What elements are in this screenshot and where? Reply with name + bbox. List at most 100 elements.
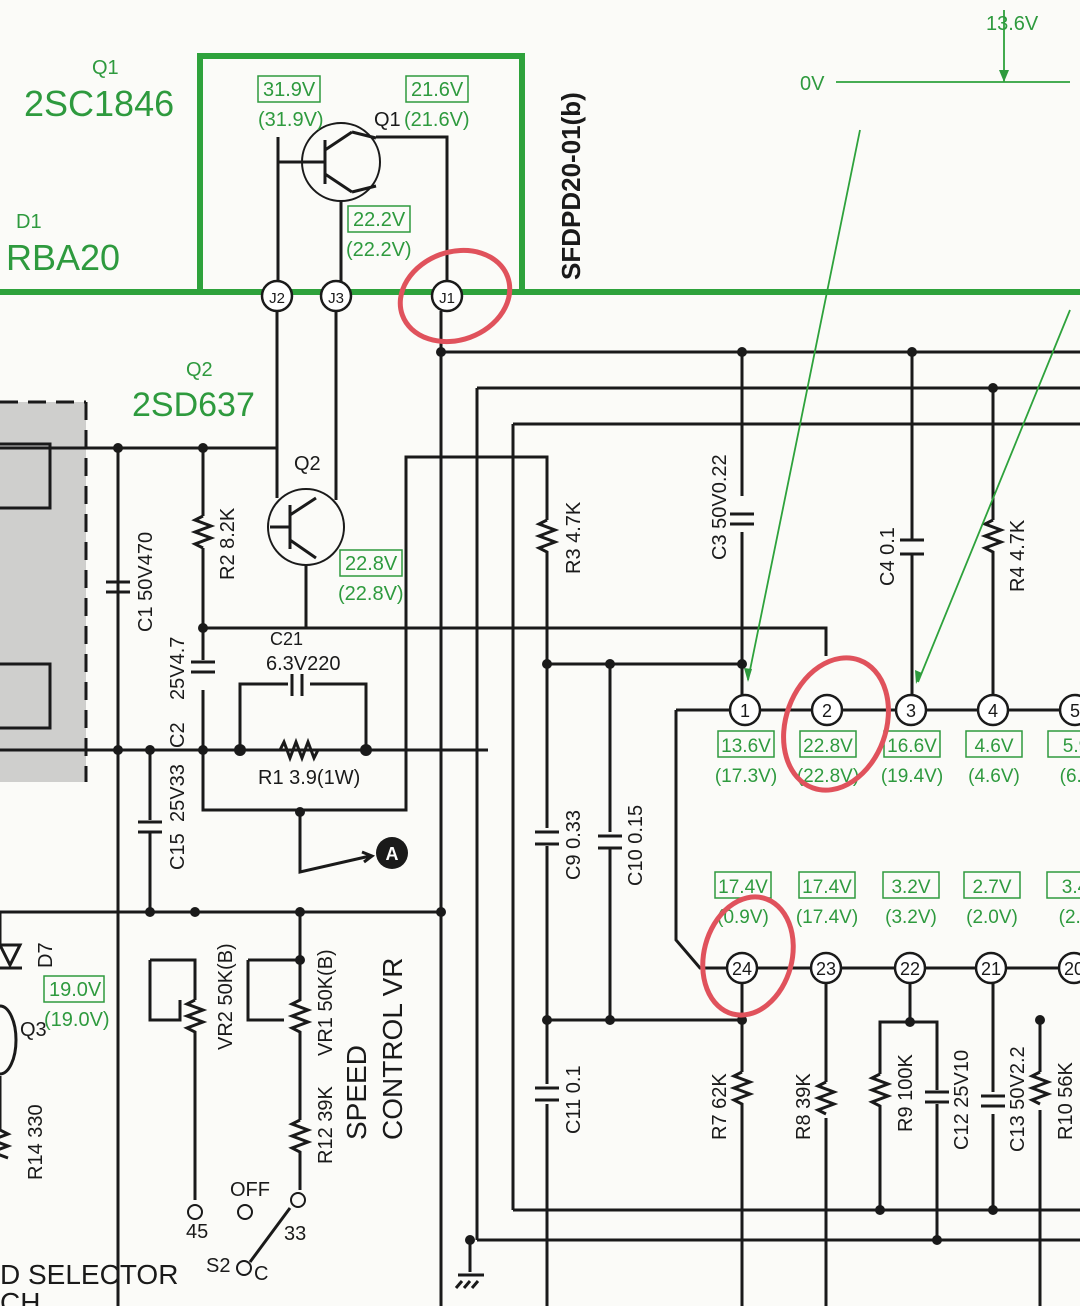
speed-control-label-1: SPEED xyxy=(341,1045,372,1140)
ic-pin-4-voltage: 4.6V xyxy=(974,736,1013,757)
q1-emitter-voltage: 21.6V xyxy=(411,79,464,101)
ic-pin-4-voltage-box xyxy=(965,730,1023,758)
voltage-top-label: 13.6V xyxy=(986,13,1039,35)
vr2-label: VR2 50K(B) xyxy=(215,943,237,1050)
r14-label: R14 330 xyxy=(25,1104,47,1180)
c10-label: C10 0.15 xyxy=(625,805,647,886)
q1-inner-label: Q1 xyxy=(374,109,401,131)
q3-voltage-mode: (19.0V) xyxy=(44,1009,110,1031)
voltage-zero-label: 0V xyxy=(800,73,825,95)
ic-pin-1-number: 1 xyxy=(740,701,750,721)
q1-collector-voltage-mode: (31.9V) xyxy=(258,109,324,131)
ic-pin-20-voltage-mode: (2.7 xyxy=(1059,907,1080,928)
c11-label: C11 0.1 xyxy=(563,1065,585,1134)
c13-label: C13 50V2.2 xyxy=(1007,1046,1029,1152)
junction-j3: J3 xyxy=(328,290,344,307)
module-label: SFDPD20-01(b) xyxy=(556,92,586,280)
ic-pin-22-voltage-box xyxy=(882,871,940,899)
ic-pin-20-voltage: 3.4 xyxy=(1062,877,1080,898)
ic-pin-24-voltage-mode: (0.9V) xyxy=(717,907,769,928)
ic-pin-21-number: 21 xyxy=(981,959,1001,979)
r9-label: R9 100K xyxy=(895,1054,917,1132)
ic-pin-3 xyxy=(894,693,928,727)
c2-value-label: 25V4.7 xyxy=(167,637,189,700)
ic-pin-2-number: 2 xyxy=(822,701,832,721)
main-wiring xyxy=(0,311,1080,1306)
ic-pin-2-voltage-box xyxy=(799,730,857,758)
junction-j2: J2 xyxy=(269,290,285,307)
c15-value-label: 25V33 xyxy=(167,764,189,822)
d7-q3-cluster xyxy=(0,912,23,1130)
ic-pin-5 xyxy=(1058,693,1080,727)
ic-pin-5-voltage: 5.9 xyxy=(1063,736,1080,757)
switch-45-label: 45 xyxy=(186,1221,208,1243)
component-labels: C1 50V470 R2 8.2K 25V4.7 C2 C21 6.3V220 … xyxy=(0,454,1077,1306)
voltage-readings: 31.9V (31.9V) 21.6V (21.6V) 22.2V (22.2V… xyxy=(43,75,470,1031)
q1-base-voltage-mode: (22.2V) xyxy=(346,239,412,261)
ic-pin-1-voltage-box xyxy=(717,730,775,758)
ic-pin-4-voltage-mode: (4.6V) xyxy=(968,766,1020,787)
ic-pin-3-voltage: 16.6V xyxy=(887,736,937,757)
terminal-a: A xyxy=(376,837,408,869)
q1-ref-label: Q1 xyxy=(92,57,119,79)
capacitor-symbols xyxy=(106,512,1005,1108)
part-labels: Q1 2SC1846 D1 RBA20 Q2 2SD637 SFDPD20-01… xyxy=(6,13,1039,475)
q1-collector-voltage: 31.9V xyxy=(263,79,316,101)
r3-label: R3 4.7K xyxy=(563,501,585,574)
r2-label: R2 8.2K xyxy=(217,507,239,580)
ic-pin-2-voltage: 22.8V xyxy=(803,736,853,757)
r12-label: R12 39K xyxy=(315,1086,337,1164)
q2-emitter-voltage: 22.8V xyxy=(345,553,398,575)
ic-pin-23 xyxy=(809,951,843,985)
ic-pin-4 xyxy=(976,693,1010,727)
switch-s2-label: S2 xyxy=(206,1255,230,1277)
ic-pin-23-voltage-box xyxy=(798,871,856,899)
ic-pin-21-voltage-box xyxy=(963,871,1021,899)
measurement-arrows xyxy=(744,10,1071,684)
ic-pin-5-voltage-box xyxy=(1047,730,1080,758)
q1-emitter-voltage-mode: (21.6V) xyxy=(404,109,470,131)
hybrid-module-outline xyxy=(0,53,1080,295)
ic-pin-21-voltage: 2.7V xyxy=(972,877,1011,898)
q1-part-label: 2SC1846 xyxy=(24,83,174,124)
shaded-module-block xyxy=(0,400,88,782)
q1-transistor xyxy=(276,122,449,282)
q3-voltage: 19.0V xyxy=(49,979,102,1001)
ic-pin-22 xyxy=(893,951,927,985)
ic-pin-1-voltage-mode: (17.3V) xyxy=(715,766,777,787)
r4-label: R4 4.7K xyxy=(1007,519,1029,592)
ic-pin-20-voltage-box xyxy=(1046,871,1080,899)
speed-switch xyxy=(187,1192,306,1276)
ic-pin-22-voltage: 3.2V xyxy=(891,877,930,898)
q2-inner-label: Q2 xyxy=(294,453,321,475)
selector-label-2: CH xyxy=(0,1287,40,1306)
r1-label: R1 3.9(1W) xyxy=(258,767,360,789)
q3-label: Q3 xyxy=(20,1019,47,1041)
red-highlight-marks xyxy=(397,247,891,1018)
ic-pins: 113.6V(17.3V)222.8V(22.8V)316.6V(19.4V)4… xyxy=(714,693,1080,985)
c21-value-label: 6.3V220 xyxy=(266,653,341,675)
switch-off-label: OFF xyxy=(230,1179,270,1201)
ic-pin-24 xyxy=(725,951,759,985)
switch-c-label: C xyxy=(254,1263,268,1285)
switch-33-label: 33 xyxy=(284,1223,306,1245)
junction-dots xyxy=(113,347,1045,1245)
q2-ref-label: Q2 xyxy=(186,359,213,381)
ic-pin-4-number: 4 xyxy=(988,701,998,721)
d1-ref-label: D1 xyxy=(16,211,42,233)
ic-pin-20 xyxy=(1057,951,1080,985)
r7-label: R7 62K xyxy=(709,1073,731,1140)
d1-part-label: RBA20 xyxy=(6,237,120,278)
ic-pin-2-voltage-mode: (22.8V) xyxy=(797,766,859,787)
ic-pin-24-number: 24 xyxy=(732,959,752,979)
c9-label: C9 0.33 xyxy=(563,810,585,880)
ic-pin-20-number: 20 xyxy=(1064,959,1080,979)
ic-pin-22-voltage-mode: (3.2V) xyxy=(885,907,937,928)
selector-label: D SELECTOR xyxy=(0,1259,178,1290)
vr1-label: VR1 50K(B) xyxy=(315,949,337,1056)
r8-label: R8 39K xyxy=(793,1073,815,1140)
ic-pin-1-voltage: 13.6V xyxy=(721,736,771,757)
ic-pin-23-voltage-mode: (17.4V) xyxy=(796,907,858,928)
c3-label: C3 50V0.22 xyxy=(709,454,731,560)
c1-label: C1 50V470 xyxy=(135,532,157,632)
